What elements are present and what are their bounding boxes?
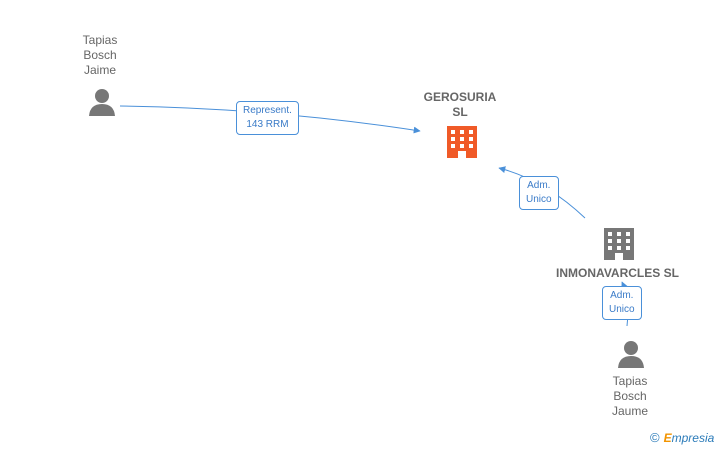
edge-label-adm-unico-1: Adm. Unico <box>519 176 559 210</box>
edge-label-represent: Represent. 143 RRM <box>236 101 299 135</box>
copyright-symbol: © <box>650 430 660 445</box>
brand-rest: mpresia <box>671 430 715 445</box>
watermark: © Empresia <box>650 430 714 445</box>
brand-initial: E <box>663 430 672 445</box>
edge-label-adm-unico-2: Adm. Unico <box>602 286 642 320</box>
brand-logo: Empresia <box>664 431 715 445</box>
person-icon[interactable] <box>89 89 115 116</box>
company-name-inmonavarcles[interactable]: INMONAVARCLES SL <box>556 266 679 280</box>
company-name-gerosuria[interactable]: GEROSURIA SL <box>423 90 497 119</box>
person-name-top[interactable]: Tapias Bosch Jaime <box>82 33 118 77</box>
building-icon[interactable] <box>447 126 477 158</box>
building-icon[interactable] <box>604 228 634 260</box>
person-name-bottom[interactable]: Tapias Bosch Jaume <box>611 374 649 418</box>
person-icon[interactable] <box>618 341 644 368</box>
